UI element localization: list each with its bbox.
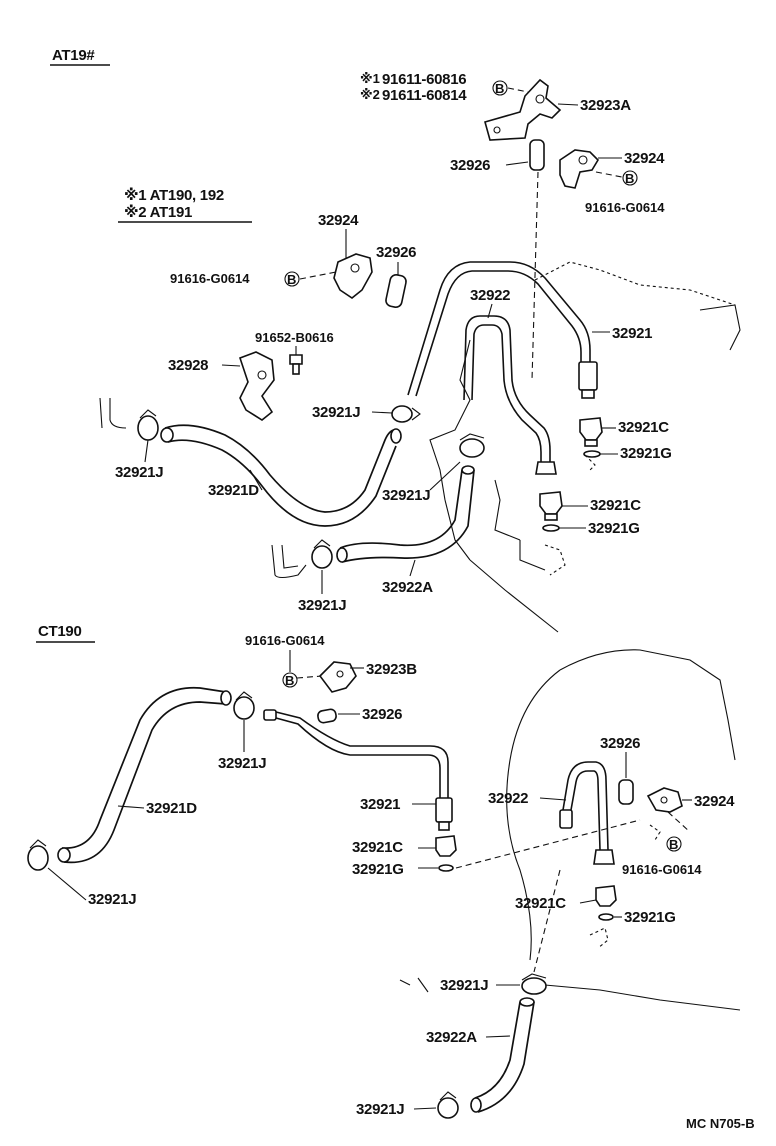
svg-text:B: B [625,171,634,186]
label-91611-60816: 91611-60816 [382,71,466,88]
hose-32921d-bottom [57,686,232,864]
label-32921j-a: 32921J [115,464,163,481]
clip-32921j-mid-bottom [521,973,547,995]
label-ref-1: ※1 [360,71,380,86]
union-32921c-d [595,885,617,907]
bolt-marker-e: B [666,836,682,852]
label-91616-c: 91616-G0614 [245,633,325,648]
label-91616-b: 91616-G0614 [170,271,250,286]
cushion-32926-c [317,708,337,724]
transmission-outline-bottom [399,649,741,1011]
label-32921d-b: 32921D [146,800,197,817]
label-32921c-c: 32921C [352,839,403,856]
label-32921-a: 32921 [612,325,652,342]
clip-32921j-top-bottom [233,691,255,720]
bracket-32923b [318,661,357,693]
gasket-32921g-c [438,864,454,872]
pipe-32922-top [463,315,557,475]
cushion-32926-b [385,274,407,308]
label-32922a-a: 32922A [382,579,433,596]
label-32921j-e: 32921J [218,755,266,772]
label-32921j-b: 32921J [312,404,360,421]
union-32921c-c [435,835,457,857]
label-32928: 32928 [168,357,208,374]
bolt-marker-b: B [622,170,638,186]
hose-32922a-bottom [470,997,535,1113]
label-32921g-a: 32921G [620,445,672,462]
svg-text:B: B [669,837,678,852]
label-32921c-b: 32921C [590,497,641,514]
label-32921c-d: 32921C [515,895,566,912]
clamp-32924-a [559,149,600,189]
union-32921c-a [579,417,603,447]
clip-32921j-right-top [459,433,485,458]
bracket-32928 [238,351,275,421]
bolt-marker-d: B [282,672,298,688]
label-32922a-b: 32922A [426,1029,477,1046]
bracket-32923a [484,78,562,141]
label-32921g-b: 32921G [588,520,640,537]
label-32926-a: 32926 [450,157,490,174]
hose-32921d-top [160,424,402,527]
clip-32921j-mid-top [391,405,421,423]
section-title-ct190: CT190 [38,623,82,640]
label-32921c-a: 32921C [618,419,669,436]
label-91616-d: 91616-G0614 [622,862,702,877]
label-32921j-d: 32921J [298,597,346,614]
bolt-91652 [289,354,303,375]
section-title-at19: AT19# [52,47,95,64]
gasket-32921g-a [583,450,601,458]
cushion-32926-d [618,779,634,805]
label-91611-60814: 91611-60814 [382,87,467,104]
pipe-32922-bottom [559,761,615,865]
pipe-32921-bottom [263,709,453,831]
label-32923a: 32923A [580,97,631,114]
clamp-32924-b [333,253,373,299]
label-ref-2: ※2 [360,87,380,102]
note-line-1: ※1 AT190, 192 [124,186,224,204]
label-91616-a: 91616-G0614 [585,200,665,215]
label-32924-a: 32924 [624,150,665,167]
hose-32922a-top [336,465,475,563]
label-32921-b: 32921 [360,796,400,813]
footer-code: MC N705-B [686,1116,755,1131]
gasket-32921g-b [542,524,560,532]
label-32924-c: 32924 [694,793,735,810]
note-line-2: ※2 AT191 [124,203,192,221]
label-32921j-g: 32921J [440,977,488,994]
transmission-outline-top [429,261,741,633]
label-32921j-f: 32921J [88,891,136,908]
label-32926-b: 32926 [376,244,416,261]
label-32921g-d: 32921G [624,909,676,926]
pipe-32921-top [407,261,598,399]
union-32921c-b [539,491,563,521]
gasket-32921g-d [598,913,614,921]
label-32921g-c: 32921G [352,861,404,878]
label-32921j-c: 32921J [382,487,430,504]
clip-32921j-bottom-bottom [437,1091,459,1119]
cushion-32926-a [529,139,545,171]
label-32926-d: 32926 [600,735,640,752]
svg-text:B: B [495,81,504,96]
bolt-marker-c: B [284,271,300,287]
clip-32921j-left-top [137,409,159,441]
label-32926-c: 32926 [362,706,402,723]
label-32923b: 32923B [366,661,417,678]
clip-32921j-bottom-top [311,539,333,569]
bolt-marker-a: B [492,80,508,96]
svg-text:B: B [285,673,294,688]
clamp-32924-c [646,787,683,813]
clip-32921j-left-bottom [27,839,49,871]
svg-text:B: B [287,272,296,287]
label-32921j-h: 32921J [356,1101,404,1118]
label-32922-a: 32922 [470,287,510,304]
label-91652-b0616: 91652-B0616 [255,330,334,345]
label-32921d-a: 32921D [208,482,259,499]
label-32924-b: 32924 [318,212,359,229]
label-32922-b: 32922 [488,790,528,807]
